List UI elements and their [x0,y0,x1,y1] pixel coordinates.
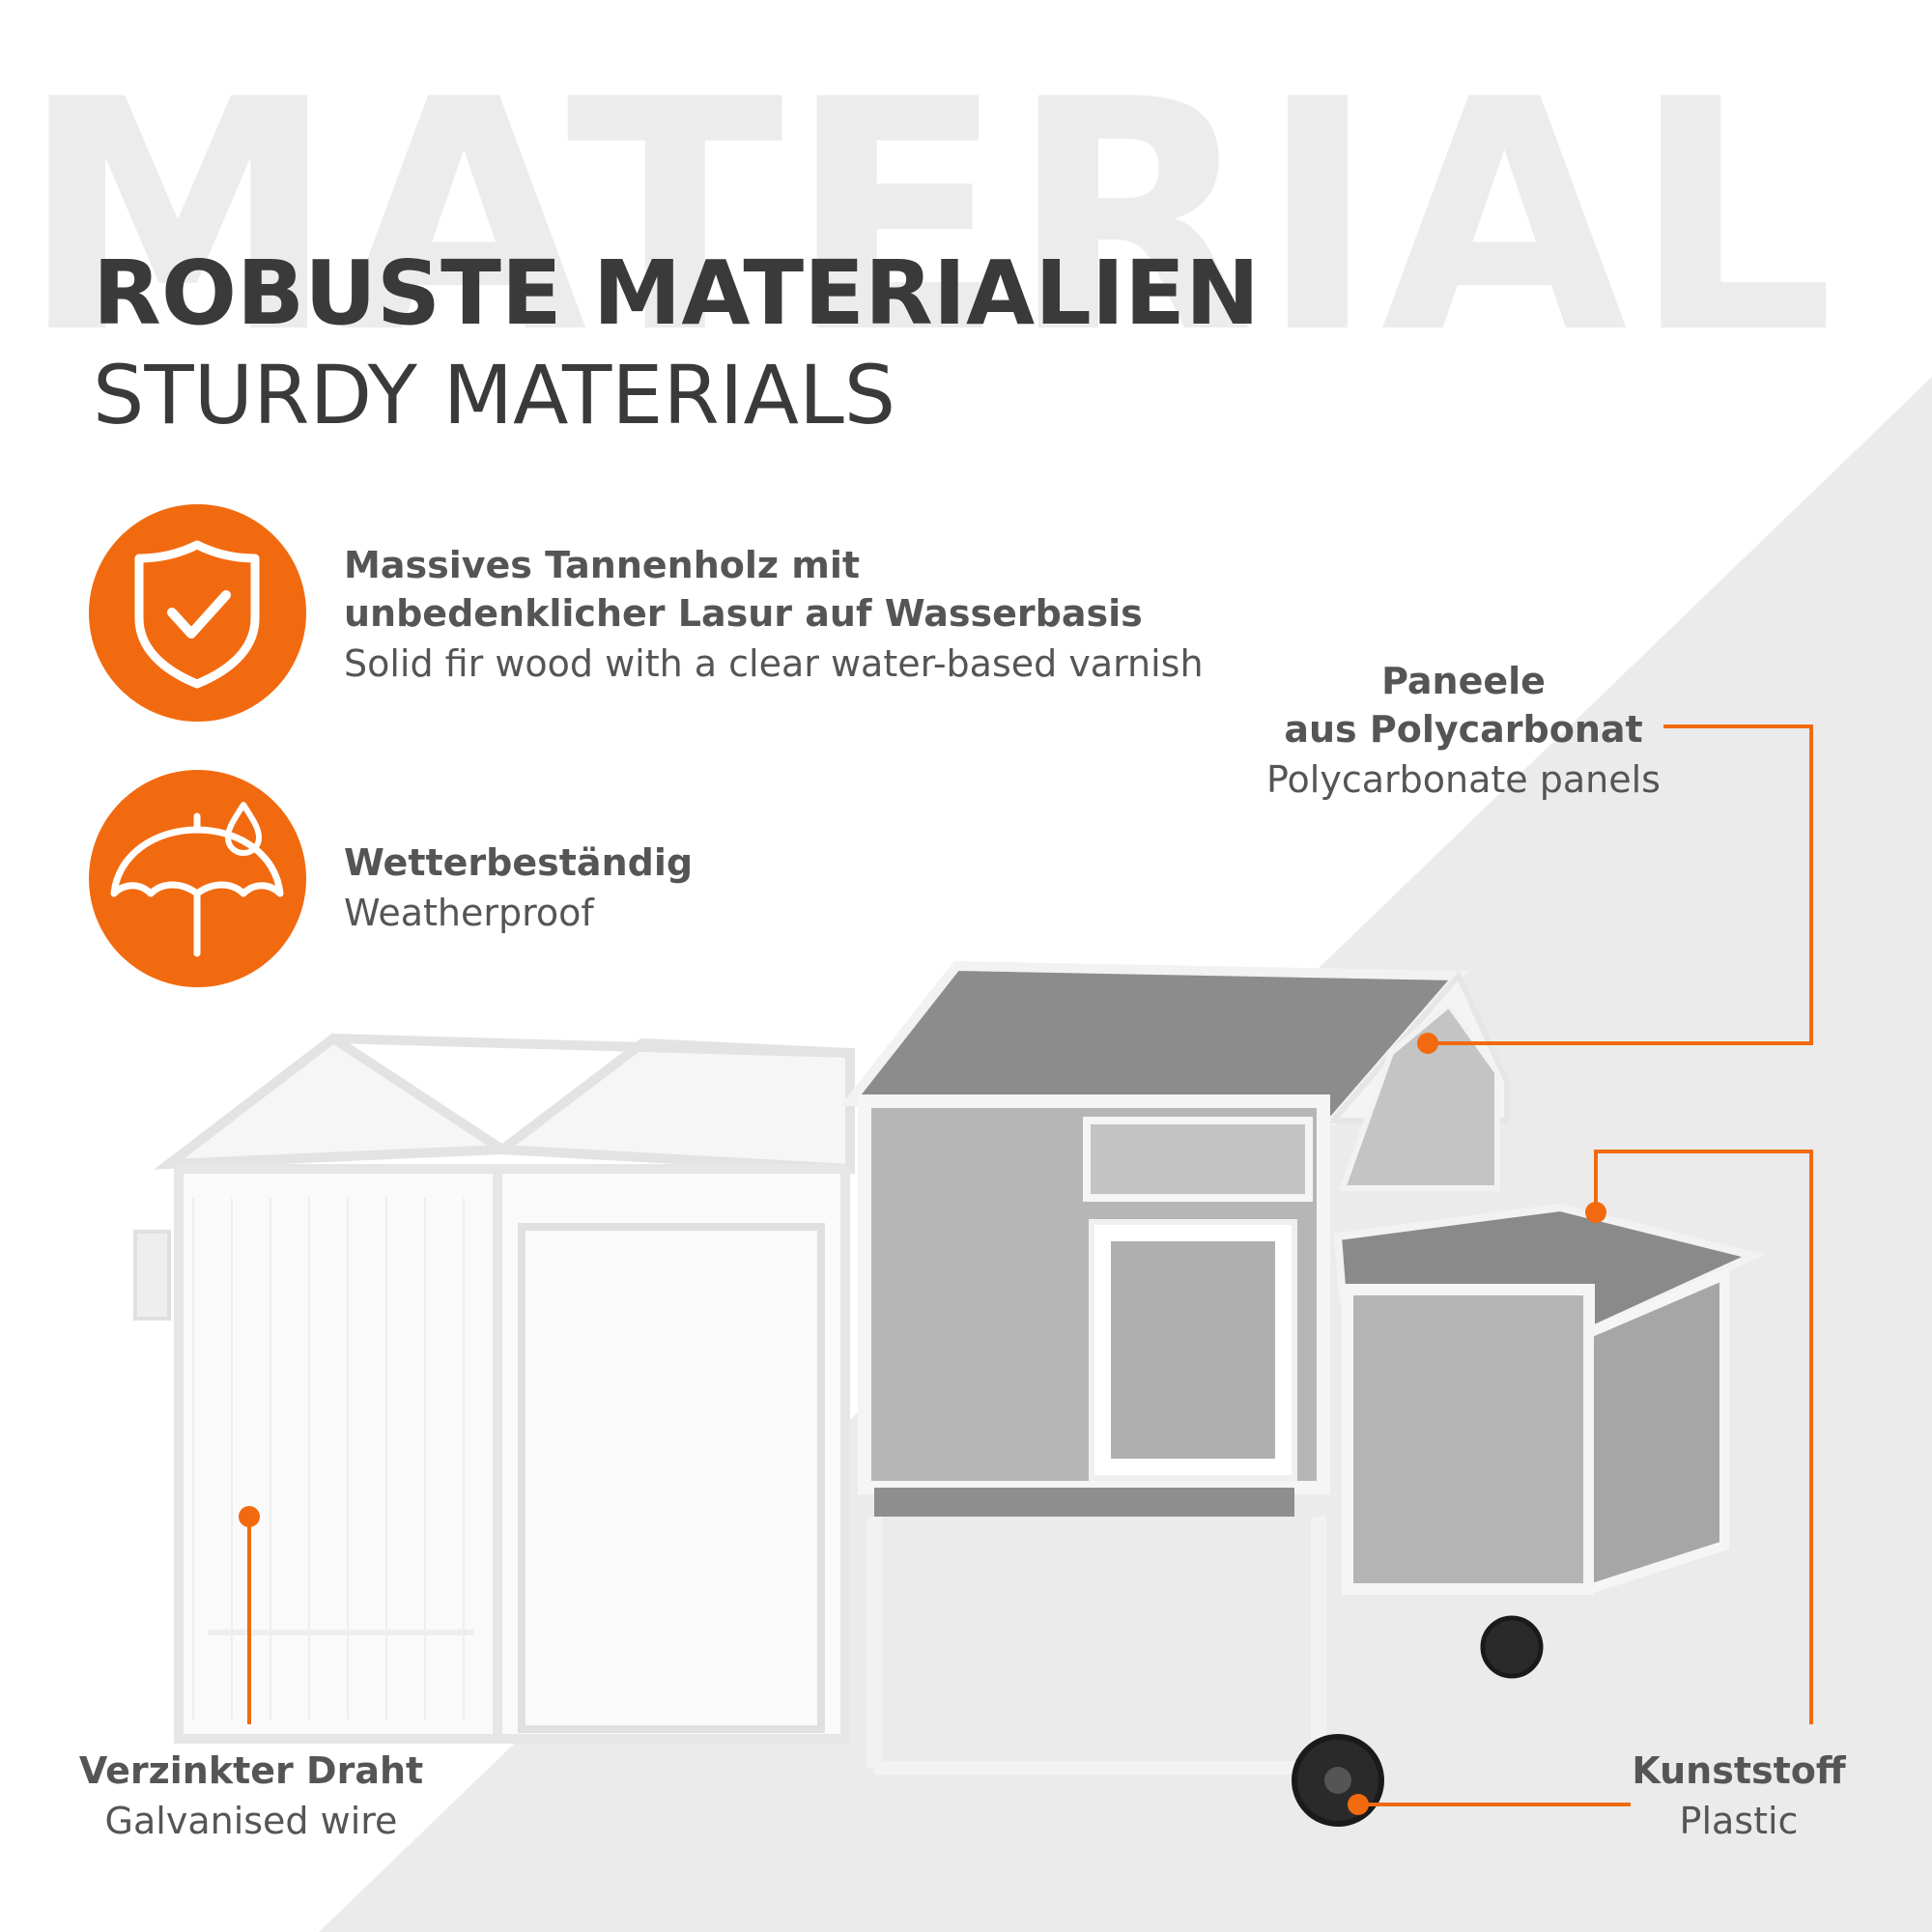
callout-plastic-subtitle: Plastic [1679,1800,1799,1842]
callout-wire-title: Verzinkter Draht [78,1749,424,1792]
run-enclosure [133,1032,855,1744]
feature-wood-title-line2: unbedenklicher Lasur auf Wasserbasis [344,592,1143,635]
callout-plastic-title: Kunststoff [1632,1749,1846,1792]
feature-wood: Massives Tannenholz mit unbedenklicher L… [344,541,1204,690]
page-title: ROBUSTE MATERIALIEN [93,242,1260,345]
leader-nestbox [1594,1150,1813,1724]
leader-dots [239,1033,1606,1815]
wheel-back [1480,1615,1544,1679]
feature-weather-title: Wetterbeständig [344,841,694,884]
callout-panels-title-line1: Paneele [1381,660,1546,702]
wire-mesh [192,1198,465,1719]
callout-plastic: Kunststoff Plastic [1623,1747,1855,1847]
umbrella-rain-icon [110,802,284,957]
feature-wood-subtitle: Solid fir wood with a clear water-based … [344,642,1204,685]
callout-panels: Paneele aus Polycarbonat Polycarbonate p… [1265,657,1662,806]
watermark-text: MATERIAL [19,32,1839,403]
feature-badge-wood [89,504,306,722]
shield-check-icon [134,540,260,689]
page-subtitle: STURDY MATERIALS [93,348,896,442]
feature-wood-title-line1: Massives Tannenholz mit [344,544,861,586]
callout-panels-title-line2: aus Polycarbonat [1284,708,1643,751]
feature-weather-subtitle: Weatherproof [344,892,594,934]
coop-house [840,960,1766,1827]
leader-panels [1428,724,1813,1045]
leader-lines [247,724,1813,1806]
callout-wire-subtitle: Galvanised wire [104,1800,398,1842]
feature-weather: Wetterbeständig Weatherproof [344,838,693,939]
callout-panels-subtitle: Polycarbonate panels [1266,758,1661,801]
feature-badge-weather [89,770,306,987]
callout-wire: Verzinkter Draht Galvanised wire [77,1747,425,1847]
